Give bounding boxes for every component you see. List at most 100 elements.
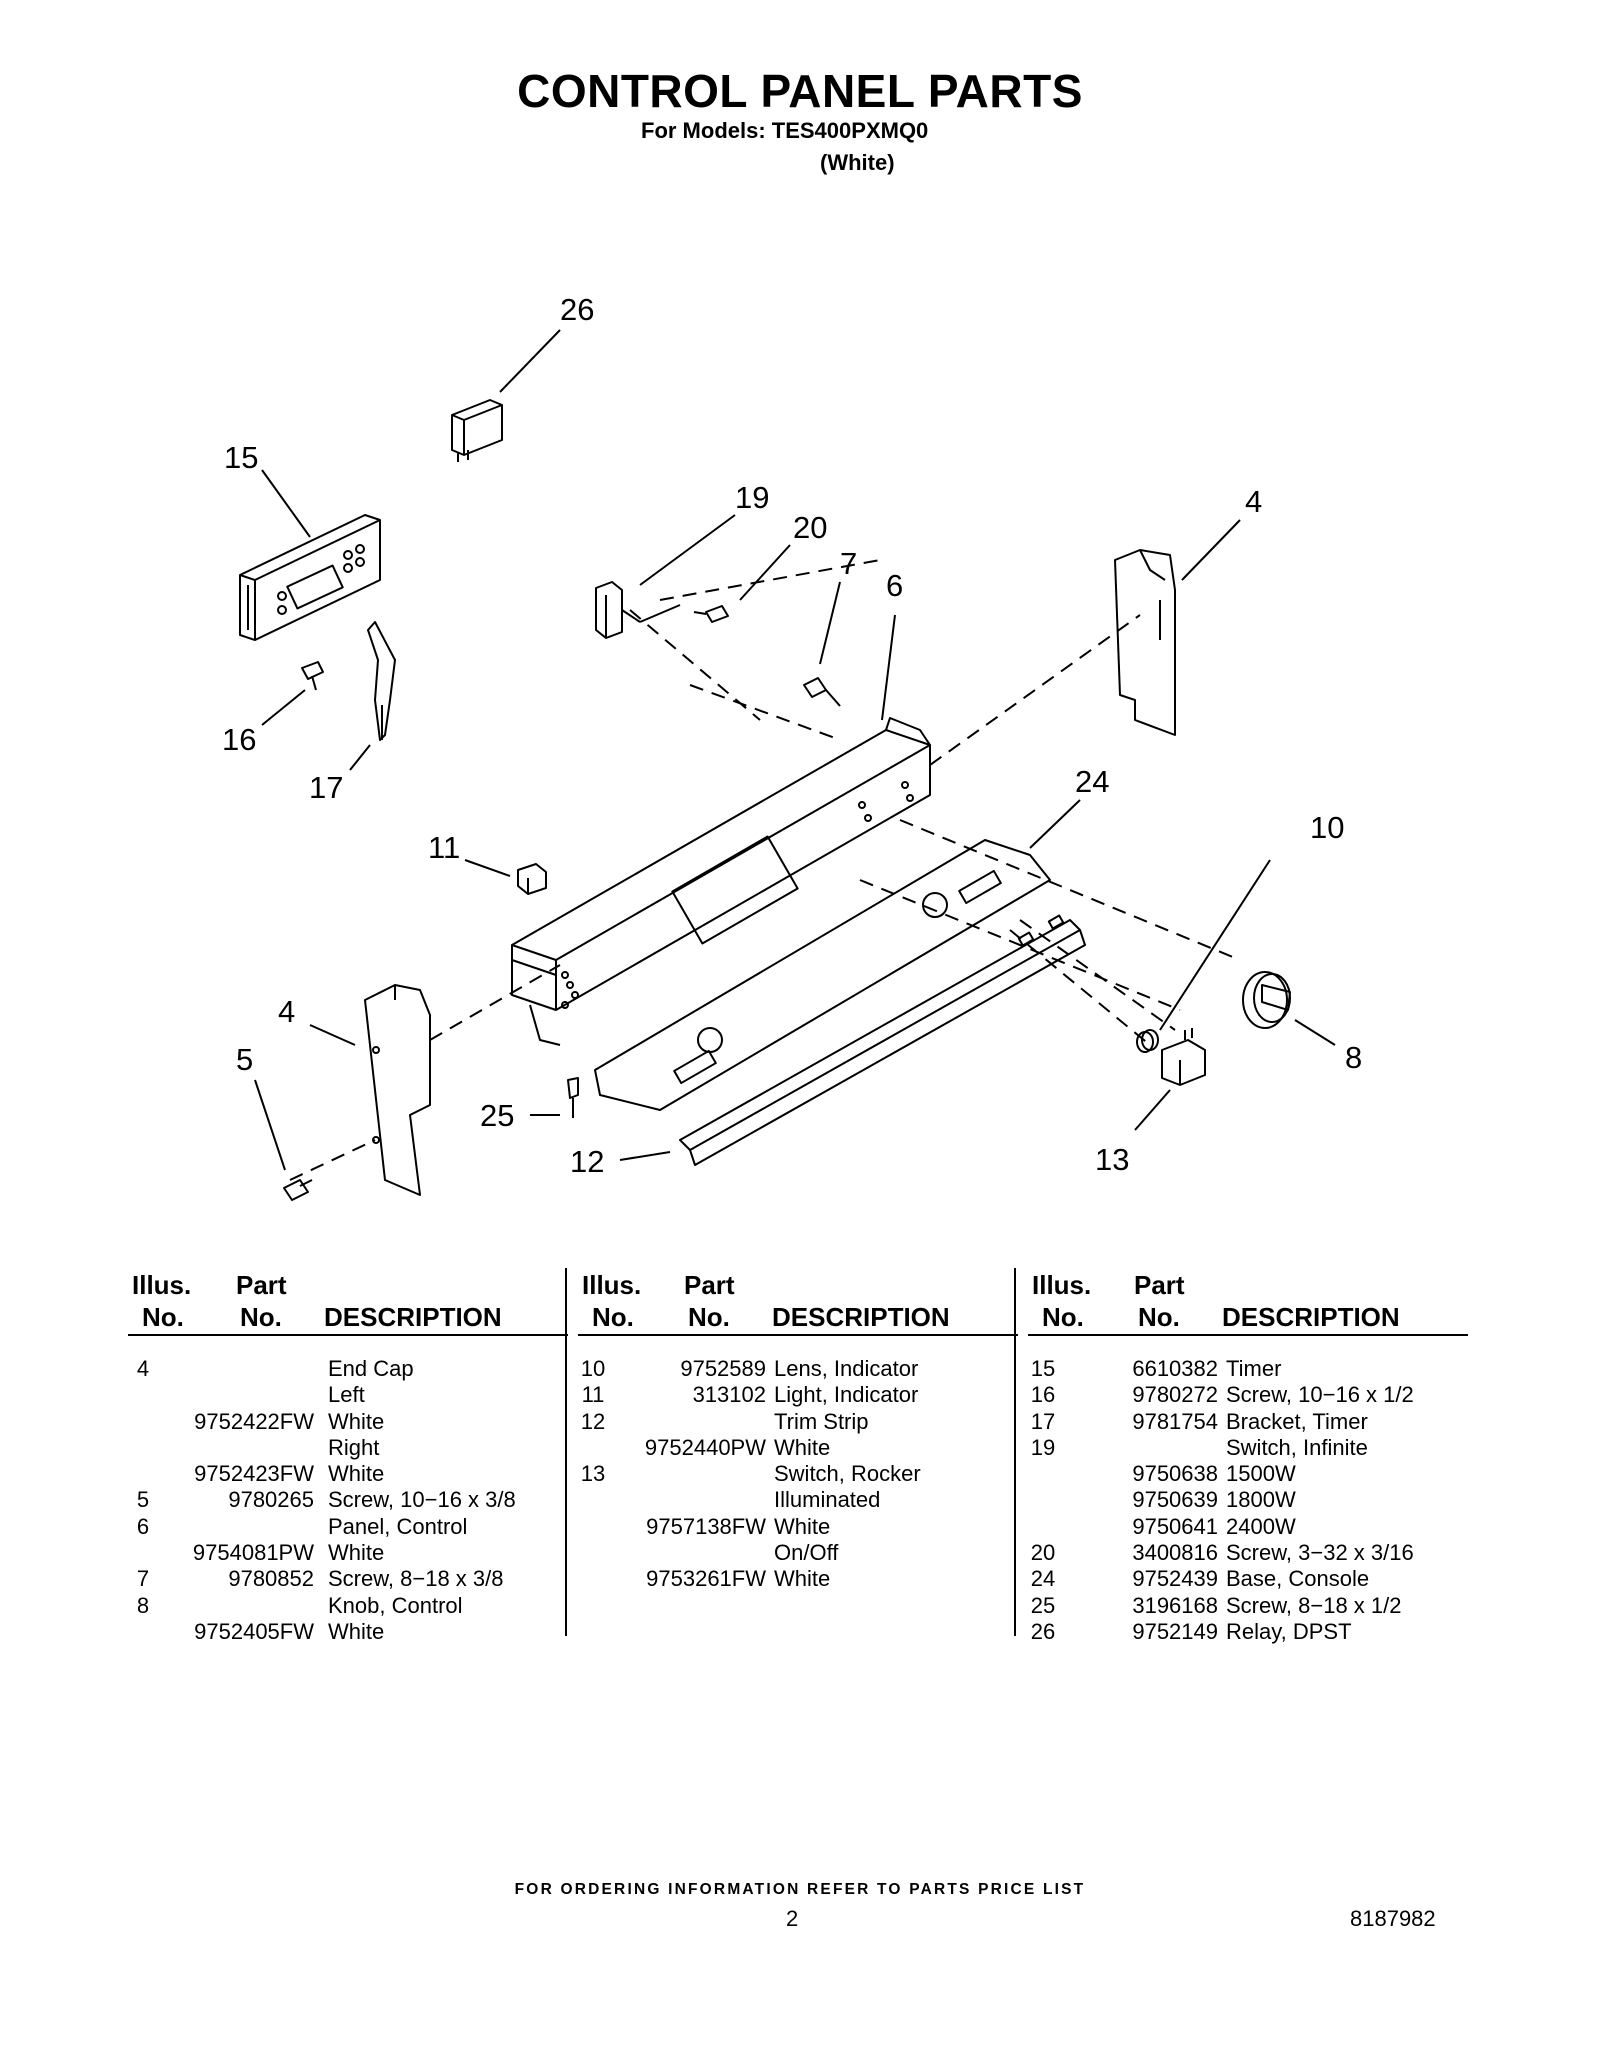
callout-11: 11 bbox=[428, 830, 460, 865]
header-illus: Illus. bbox=[132, 1270, 192, 1300]
console-base-part bbox=[594, 839, 1051, 1111]
control-panel-part bbox=[511, 717, 931, 1046]
screw-20-part bbox=[693, 605, 729, 623]
table-row: Left bbox=[328, 1382, 365, 1408]
end-cap-right-part bbox=[1114, 549, 1176, 736]
callout-12: 12 bbox=[570, 1144, 604, 1179]
timer-part bbox=[239, 514, 381, 641]
callout-19: 19 bbox=[735, 480, 769, 515]
screw-7-part bbox=[803, 677, 841, 707]
control-knob-part bbox=[1242, 971, 1291, 1029]
alignment-lines bbox=[289, 559, 1241, 1181]
callout-15: 15 bbox=[224, 440, 258, 475]
table-header: Illus. No. Part No. DESCRIPTION bbox=[128, 1270, 568, 1336]
callout-20: 20 bbox=[793, 510, 827, 545]
header-part: Part bbox=[236, 1270, 287, 1300]
callout-5: 5 bbox=[236, 1042, 253, 1077]
rocker-switch-part bbox=[1161, 1028, 1206, 1086]
relay-part bbox=[451, 399, 503, 462]
header-illus-no: No. bbox=[142, 1302, 184, 1332]
lens-indicator-part bbox=[1136, 1029, 1159, 1053]
callout-8: 8 bbox=[1345, 1040, 1362, 1075]
header-part: Part bbox=[1134, 1270, 1185, 1300]
column-divider bbox=[1014, 1268, 1016, 1636]
header-description: DESCRIPTION bbox=[1222, 1302, 1400, 1332]
header-illus-no: No. bbox=[1042, 1302, 1084, 1332]
table-row: Right bbox=[328, 1434, 380, 1460]
callout-4-right: 4 bbox=[1245, 484, 1262, 519]
model-line: For Models: TES400PXMQ0 bbox=[641, 118, 929, 143]
header-illus: Illus. bbox=[582, 1270, 642, 1300]
column-divider bbox=[565, 1268, 567, 1636]
trim-strip-part bbox=[679, 914, 1086, 1166]
callout-25: 25 bbox=[480, 1098, 514, 1133]
end-cap-left-part bbox=[364, 984, 431, 1196]
document-number: 8187982 bbox=[1350, 1906, 1436, 1931]
callout-labels: 26 15 19 20 7 6 4 16 17 11 24 10 4 5 25 … bbox=[222, 292, 1362, 1179]
callout-16: 16 bbox=[222, 722, 256, 757]
infinite-switch-part bbox=[595, 581, 681, 639]
header-illus-no: No. bbox=[592, 1302, 634, 1332]
leader-lines bbox=[254, 329, 1336, 1171]
table-row: On/Off bbox=[774, 1540, 839, 1566]
header-part-no: No. bbox=[240, 1302, 282, 1332]
page-title: CONTROL PANEL PARTS bbox=[517, 65, 1083, 117]
header-illus: Illus. bbox=[1032, 1270, 1092, 1300]
callout-17: 17 bbox=[309, 770, 343, 805]
screw-25-part bbox=[567, 1077, 579, 1118]
screw-5-part bbox=[283, 1179, 313, 1201]
table-header: Illus. No. Part No. DESCRIPTION bbox=[578, 1270, 1018, 1336]
callout-13: 13 bbox=[1095, 1142, 1129, 1177]
ordering-note: FOR ORDERING INFORMATION REFER TO PARTS … bbox=[514, 1881, 1086, 1898]
screw-16-part bbox=[301, 661, 324, 691]
header-description: DESCRIPTION bbox=[324, 1302, 502, 1332]
callout-26: 26 bbox=[560, 292, 594, 327]
header-part-no: No. bbox=[1138, 1302, 1180, 1332]
variant-line: (White) bbox=[820, 150, 895, 175]
callout-6: 6 bbox=[886, 568, 903, 603]
light-indicator-part bbox=[517, 863, 547, 895]
callout-10: 10 bbox=[1310, 810, 1344, 845]
page-number: 2 bbox=[786, 1906, 799, 1931]
table-header: Illus. No. Part No. DESCRIPTION bbox=[1028, 1270, 1468, 1336]
exploded-parts-diagram: 26 15 19 20 7 6 4 16 17 11 24 10 4 5 25 … bbox=[222, 292, 1362, 1201]
callout-7: 7 bbox=[840, 546, 857, 581]
timer-bracket-part bbox=[367, 621, 396, 741]
header-part-no: No. bbox=[688, 1302, 730, 1332]
callout-4-left: 4 bbox=[278, 994, 295, 1029]
callout-24: 24 bbox=[1075, 764, 1109, 799]
table-row: Illuminated bbox=[774, 1487, 881, 1513]
